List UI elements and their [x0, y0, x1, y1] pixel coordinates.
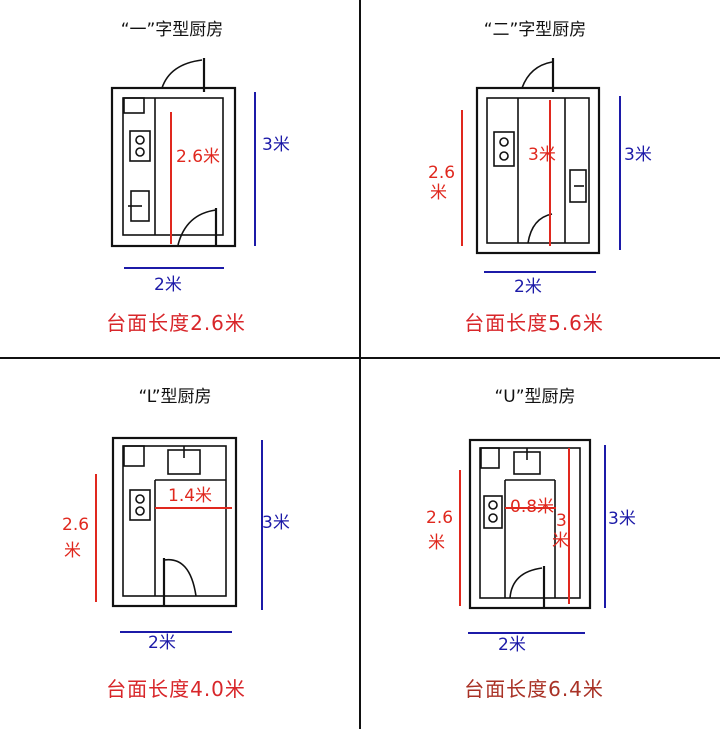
- door-arc-icon: [163, 558, 197, 597]
- door-arc-icon: [527, 213, 553, 244]
- floor-plan: [110, 58, 237, 248]
- width-label: 2米: [148, 633, 176, 653]
- height-label: 3米: [262, 135, 290, 155]
- door-arc-icon: [161, 59, 203, 89]
- floor-plan: [475, 58, 601, 255]
- counter-label: 2.6米: [176, 147, 220, 167]
- counter-label-right: 3: [556, 511, 567, 531]
- stove-icon: [483, 495, 503, 529]
- stove-icon: [129, 489, 151, 521]
- panel-one-line-kitchen: “一”字型厨房 2.6米 3米 2米 台面长度2.6米: [106, 20, 290, 335]
- height-label: 3米: [262, 513, 290, 533]
- counter-label-right: 3米: [528, 145, 556, 165]
- panel-l-shaped-kitchen: “L”型厨房 2.6 米 1.4米 3米 2米 台面长度4.0米: [62, 387, 290, 701]
- counter-label-left: 2.6: [62, 515, 89, 535]
- counter-label-top: 0.8米: [510, 497, 554, 517]
- counter-length-caption: 台面长度6.4米: [464, 677, 604, 701]
- width-label: 2米: [514, 277, 542, 297]
- stove-icon: [129, 130, 151, 162]
- panel-title: “U”型厨房: [494, 387, 575, 407]
- sink-icon: [128, 190, 150, 222]
- sink-icon: [513, 448, 541, 475]
- panel-two-line-kitchen: “二”字型厨房 2.6 米 3米 3米 2米 台面长度5.6米: [428, 20, 652, 335]
- counter-label-left-unit: 米: [64, 541, 81, 561]
- counter-length-caption: 台面长度5.6米: [464, 311, 604, 335]
- height-label: 3米: [624, 145, 652, 165]
- counter-label-left-unit: 米: [430, 183, 447, 203]
- width-label: 2米: [154, 275, 182, 295]
- floor-plan: [111, 436, 238, 608]
- panel-title: “一”字型厨房: [121, 20, 224, 40]
- door-arc-icon: [521, 61, 553, 89]
- panel-title: “二”字型厨房: [484, 20, 587, 40]
- door-arc-icon: [177, 209, 217, 246]
- counter-length-caption: 台面长度4.0米: [106, 677, 246, 701]
- panel-u-shaped-kitchen: “U”型厨房 2.6 米 0.8米 3 米 3米 2米 台面长度6.4米: [426, 387, 636, 701]
- counter-label-top: 1.4米: [168, 486, 212, 506]
- counter-length-caption: 台面长度2.6米: [106, 311, 246, 335]
- sink-icon: [167, 446, 201, 475]
- sink-icon: [569, 169, 587, 203]
- counter-label-left-unit: 米: [428, 533, 445, 553]
- door-arc-icon: [509, 567, 543, 599]
- floor-plan: [468, 438, 592, 610]
- counter-label-left: 2.6: [426, 508, 453, 528]
- panel-title: “L”型厨房: [138, 387, 211, 407]
- height-label: 3米: [608, 509, 636, 529]
- width-label: 2米: [498, 635, 526, 655]
- stove-icon: [493, 131, 515, 167]
- counter-label-left: 2.6: [428, 163, 455, 183]
- counter-label-right-unit: 米: [552, 531, 569, 551]
